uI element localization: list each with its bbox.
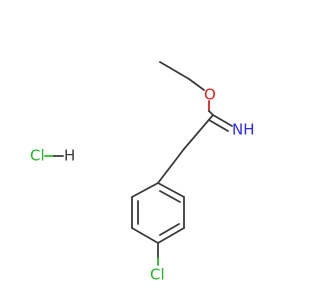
bond-ch2-o <box>188 78 205 91</box>
imine-label: NH <box>232 121 255 139</box>
bond-c-ch2 <box>183 114 214 150</box>
oxygen-label: O <box>204 86 216 104</box>
ring-bond-4 <box>131 227 159 244</box>
bond-o-c-lower <box>208 110 214 116</box>
ring-double-1 <box>159 190 181 203</box>
ring-double-2 <box>159 223 180 236</box>
bond-ch3-ch2 <box>159 61 190 80</box>
hcl-chlorine-label: Cl <box>30 147 45 165</box>
bond-c-n-2 <box>208 119 229 132</box>
structure-canvas: O NH Cl Cl H <box>30 61 255 284</box>
bond-c-n-1 <box>212 114 233 127</box>
ring-bond-1 <box>157 182 185 198</box>
structure-diagram: O NH Cl Cl H <box>30 61 255 284</box>
bond-ch2-ring <box>157 148 185 184</box>
ring-bond-3 <box>157 227 185 244</box>
hcl-hydrogen-label: H <box>64 147 75 165</box>
ring-chlorine-label: Cl <box>150 266 165 284</box>
ring-bond-6 <box>131 182 159 198</box>
